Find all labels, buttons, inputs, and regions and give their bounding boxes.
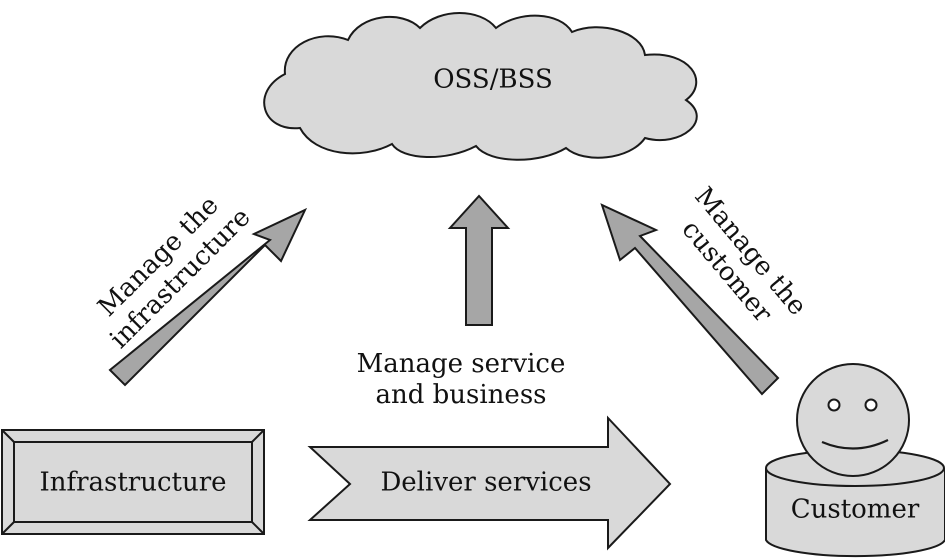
manage-service-line-2: and business [375, 380, 547, 410]
manage-service-line-1: Manage service [356, 348, 566, 379]
deliver-services-arrow [307, 415, 672, 551]
manage-customer-arrow [600, 203, 780, 396]
manage-infrastructure-arrow [108, 207, 308, 387]
manage-service-label: Manage service and business [357, 349, 566, 411]
infrastructure-label: Infrastructure [39, 467, 227, 498]
customer-face-icon [796, 363, 910, 477]
cloud-label: OSS/BSS [433, 64, 553, 95]
deliver-services-label: Deliver services [380, 467, 592, 498]
manage-service-arrow [447, 194, 511, 326]
infrastructure-box [1, 429, 265, 535]
oss-bss-cloud [263, 12, 698, 161]
customer-label: Customer [790, 494, 920, 525]
